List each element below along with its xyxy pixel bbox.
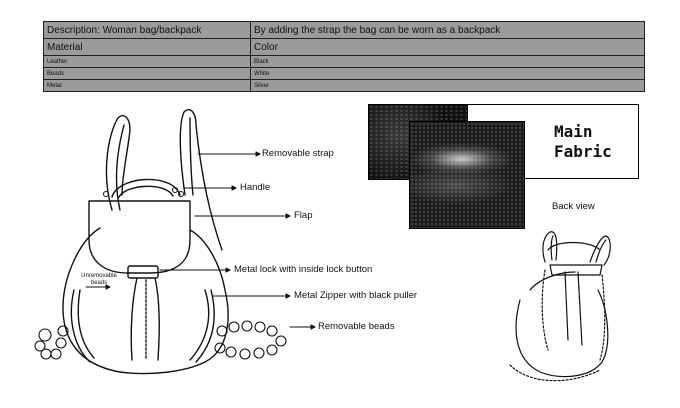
- table-row: Metal Silver: [43, 79, 645, 92]
- color-cell: Silver: [250, 79, 645, 92]
- main-fabric-line1: Main: [554, 122, 593, 141]
- metal-lock-label: Metal lock with inside lock button: [234, 264, 373, 275]
- zipper-drawing: [130, 277, 160, 361]
- beads-right: [214, 320, 287, 360]
- removable-strap-label: Removable strap: [262, 148, 334, 159]
- table-row: Beads White: [43, 67, 645, 80]
- material-cell: Metal: [43, 79, 251, 92]
- main-fabric-line2: Fabric: [554, 142, 612, 161]
- handle-label: Handle: [240, 182, 271, 193]
- bag-body: [62, 227, 229, 375]
- backpack-back-sketch: [509, 231, 611, 382]
- unremovable-beads-label: Unremovable beads: [81, 273, 117, 286]
- table-row: Description: Woman bag/backpack By addin…: [43, 21, 645, 39]
- spec-table: Description: Woman bag/backpack By addin…: [43, 21, 645, 92]
- strap-drawing: [105, 108, 223, 251]
- flap-drawing: [88, 200, 191, 274]
- flap-label: Flap: [294, 210, 313, 221]
- table-row: Leather Black: [43, 55, 645, 68]
- color-cell: Black: [250, 55, 645, 68]
- fabric-swatch-front: [409, 121, 525, 229]
- beads-left: [34, 325, 69, 360]
- back-view-label: Back view: [552, 201, 595, 212]
- handle-drawing: [111, 178, 181, 198]
- main-fabric-label: Main Fabric: [554, 122, 612, 162]
- removable-beads-label: Removable beads: [318, 321, 395, 332]
- material-cell: Leather: [43, 55, 251, 68]
- lock-drawing: [127, 265, 159, 279]
- description-note-cell: By adding the strap the bag can be worn …: [250, 21, 645, 39]
- description-cell: Description: Woman bag/backpack: [43, 21, 251, 39]
- metal-zipper-label: Metal Zipper with black puller: [294, 290, 418, 301]
